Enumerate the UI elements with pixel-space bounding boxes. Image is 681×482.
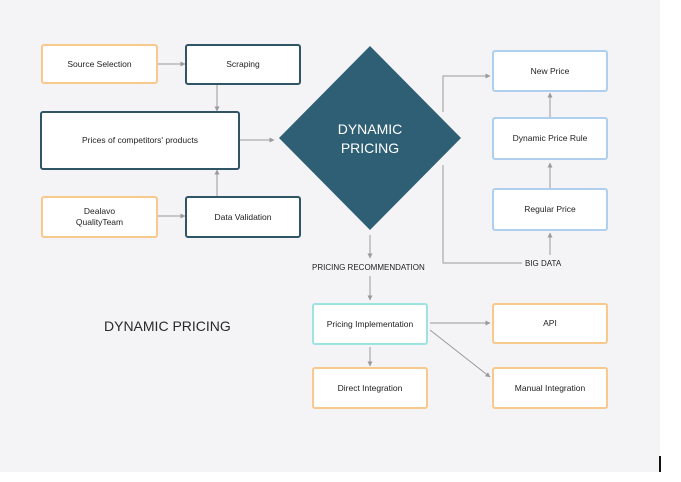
box-dynamic-price-rule: Dynamic Price Rule [492, 117, 608, 160]
box-manual-integration: Manual Integration [492, 367, 608, 409]
box-api: API [492, 303, 608, 344]
diagram-canvas: DYNAMIC PRICING Source Selection Scrapin… [0, 0, 660, 472]
label-big-data: BIG DATA [525, 259, 562, 268]
box-dealavo-quality-team: Dealavo QualityTeam [41, 196, 158, 238]
box-data-validation: Data Validation [185, 196, 301, 238]
arrow-implementation-to-manual [429, 329, 491, 378]
arrow-pricing-to-new-price [442, 73, 491, 112]
box-scraping: Scraping [185, 44, 301, 85]
label-pricing-recommendation: PRICING RECOMMENDATION [312, 263, 425, 272]
dynamic-pricing-diamond [279, 46, 461, 230]
text-cursor-icon [659, 456, 661, 472]
box-new-price: New Price [492, 50, 608, 92]
box-direct-integration: Direct Integration [312, 367, 428, 409]
diamond-label-line1: DYNAMIC [337, 121, 403, 137]
box-source-selection: Source Selection [41, 44, 158, 84]
diagram-title: DYNAMIC PRICING [104, 318, 231, 334]
box-pricing-implementation: Pricing Implementation [312, 303, 428, 345]
diamond-label-line2: PRICING [340, 139, 400, 156]
box-competitor-prices: Prices of competitors' products [40, 111, 240, 170]
connectors-layer [158, 46, 553, 378]
dealavo-line1: Dealavo [83, 206, 116, 217]
diamond-label: DYNAMIC PRICING [310, 120, 430, 158]
box-regular-price: Regular Price [492, 188, 608, 231]
dealavo-line2: QualityTeam [75, 217, 124, 227]
arrow-pricing-to-big-data [442, 165, 522, 264]
